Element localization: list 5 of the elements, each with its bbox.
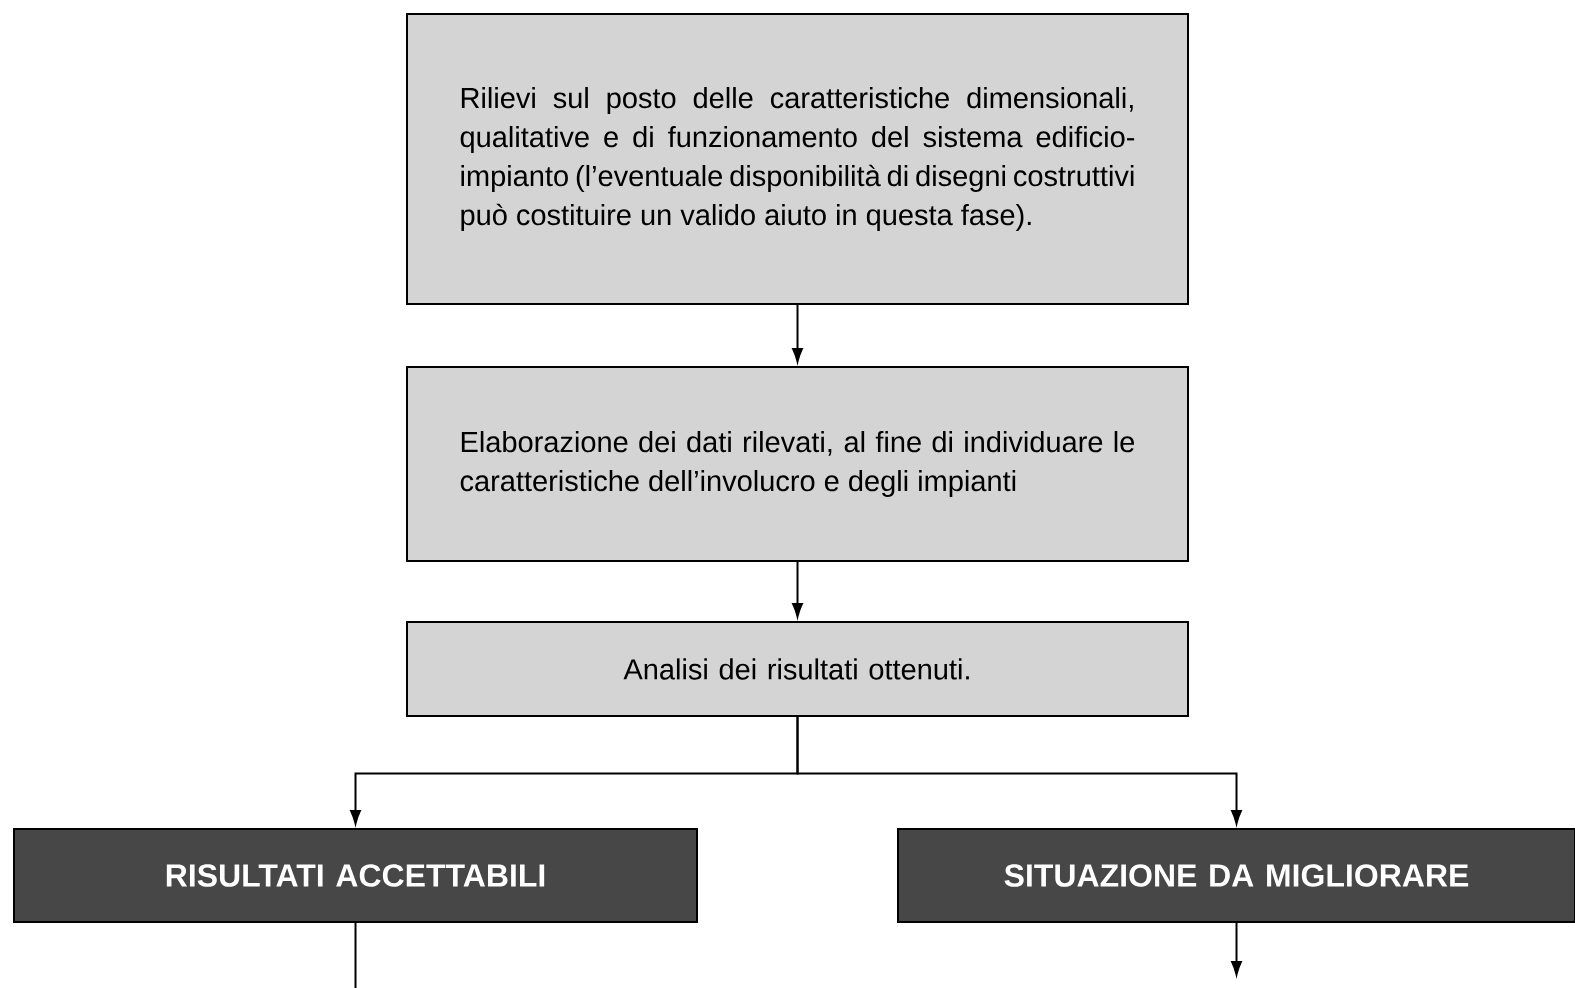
result-box: SITUAZIONE DA MIGLIORARE [897,828,1575,923]
process-box: Rilievi sul posto delle caratteristiche dimensionali, qualitative e di funzionamento del sistema edificio-impianto (l’eventuale disponibilità di disegni costruttivi può costituire un valido aiuto in questa fase). [406,13,1189,305]
process-box: Elaborazione dei dati rilevati, al fine di individuare le caratteristiche dell’involucro e degli impianti [406,366,1189,562]
result-box: RISULTATI ACCETTABILI [13,828,698,923]
process-box: Analisi dei risultati ottenuti. [406,621,1189,717]
